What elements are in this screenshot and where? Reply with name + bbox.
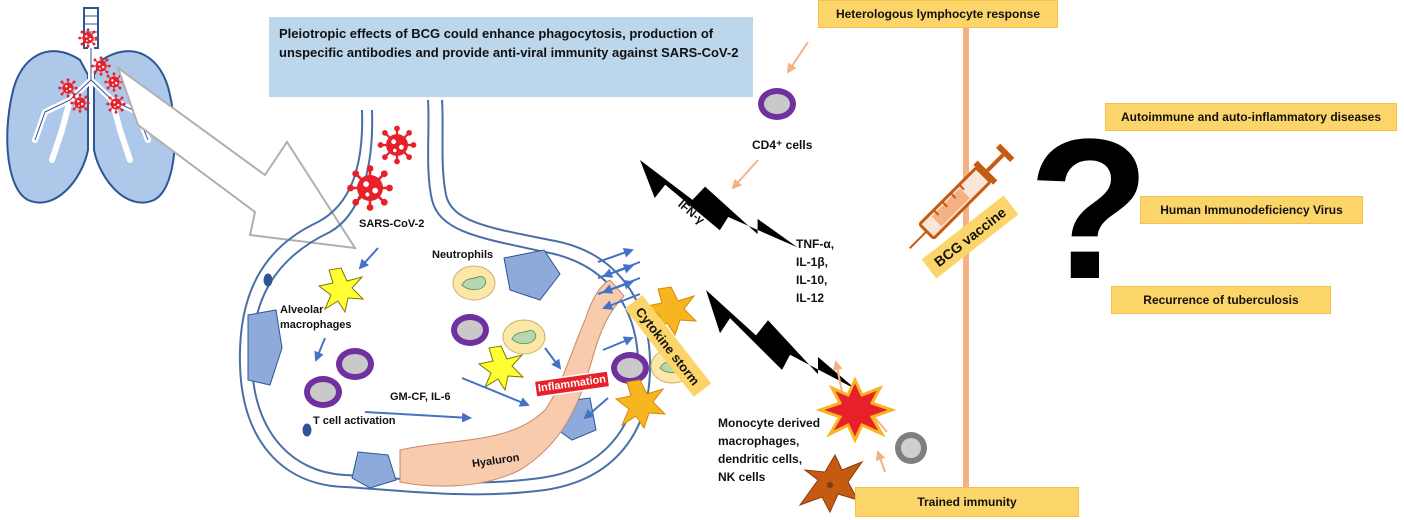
label-monocyte-3: dendritic cells, <box>718 452 803 466</box>
ifn-gamma-bolt <box>640 160 798 248</box>
label-sars-cov-2: SARS-CoV-2 <box>359 218 425 230</box>
virus-icon <box>345 163 395 213</box>
label-monocyte-1: Monocyte derived <box>718 416 821 430</box>
cell-icon <box>611 352 649 384</box>
label-tnf-alpha: TNF-α, <box>796 237 835 251</box>
label-monocyte-4: NK cells <box>718 470 766 484</box>
box-tuberculosis: Recurrence of tuberculosis <box>1111 286 1331 314</box>
alveolus <box>238 99 652 496</box>
virus-icon <box>376 124 418 166</box>
t-cell-icon <box>336 348 374 380</box>
box-trained-immunity: Trained immunity <box>855 487 1079 517</box>
cytokine-star-icon <box>615 379 666 429</box>
zoom-arrow <box>115 65 357 250</box>
box-heterologous: Heterologous lymphocyte response <box>818 0 1058 28</box>
lungs-icon <box>6 7 176 204</box>
label-monocyte-2: macrophages, <box>718 434 800 448</box>
inflammation-tag <box>533 370 611 398</box>
cytokine-bolt <box>706 290 856 390</box>
t-cell-icon <box>304 376 342 408</box>
label-neutrophils: Neutrophils <box>432 249 494 261</box>
label-il-12: IL-12 <box>796 291 825 305</box>
label-gm-cf-il6: GM-CF, IL-6 <box>390 391 451 403</box>
cd4-cell-icon <box>758 88 796 120</box>
label-t-cell-activation: T cell activation <box>313 415 396 427</box>
neutrophil-icon <box>502 319 546 355</box>
neutrophil-icon <box>452 265 496 301</box>
cell-icon <box>451 314 489 346</box>
label-cd4-cells: CD4⁺ cells <box>752 138 813 152</box>
epithelial-cells <box>247 249 597 489</box>
box-autoimmune: Autoimmune and auto-inflammatory disease… <box>1105 103 1397 131</box>
label-il-1b: IL-1β, <box>796 255 828 269</box>
box-hiv: Human Immunodeficiency Virus <box>1140 196 1363 224</box>
syringe-icon <box>908 143 1015 250</box>
star-icon <box>318 267 364 313</box>
title-box: Pleiotropic effects of BCG could enhance… <box>269 17 753 97</box>
question-mark: ? <box>1028 98 1151 321</box>
label-il-10: IL-10, <box>796 273 828 287</box>
monocyte-icon <box>895 432 927 464</box>
label-macrophages: macrophages <box>280 319 352 331</box>
explosion-icon <box>815 376 897 444</box>
label-alveolar: Alveolar <box>280 304 324 316</box>
